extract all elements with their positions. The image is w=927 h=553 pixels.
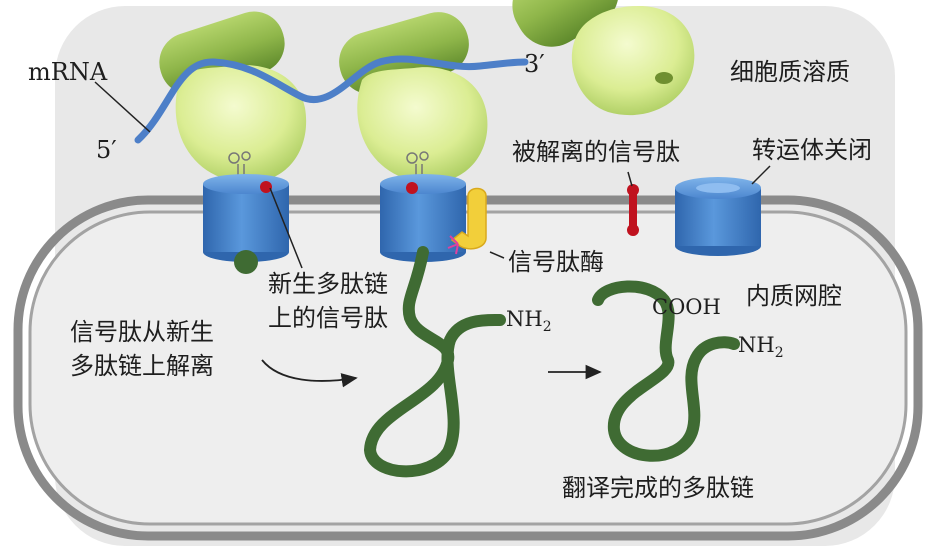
translocon-1 [203, 174, 289, 274]
label-cooh: COOH [652, 295, 721, 319]
ribosome-1 [159, 11, 307, 183]
signal-peptidase-shape [450, 187, 487, 250]
finished-polypeptide [592, 280, 740, 462]
label-cytosol: 细胞质溶质 [730, 58, 850, 86]
mrna-pointer-line [94, 81, 151, 133]
ribosome-1-large-subunit [175, 65, 307, 183]
cleavage-spark-icon [447, 235, 459, 255]
label-nh2-second: NH2 [738, 333, 784, 361]
released-signal-peptide [627, 184, 639, 236]
translocon-1-top [203, 174, 289, 194]
label-signal-peptidase: 信号肽酶 [508, 248, 604, 276]
translocon-2-signal-peptide [406, 182, 418, 194]
translocon-closed [675, 177, 761, 256]
label-cleavage-line1: 信号肽从新生 [70, 318, 214, 346]
released-ribosome-tunnel [655, 72, 673, 84]
label-finished-polypeptide: 翻译完成的多肽链 [562, 474, 754, 502]
ribosome-2 [339, 12, 488, 183]
nascent-signal-peptide [260, 181, 272, 193]
label-nascent-signal-line2: 上的信号肽 [268, 304, 388, 332]
label-nh2-first: NH2 [506, 307, 552, 335]
translocon-2 [380, 174, 487, 262]
label-nascent-signal-line1: 新生多肽链 [268, 270, 388, 298]
growing-polypeptide [363, 246, 506, 478]
label-er-lumen: 内质网腔 [746, 282, 842, 310]
released-signal-pointer-line [627, 171, 633, 187]
signal-peptidase-pointer-line [489, 251, 505, 259]
ribosome-2-large-subunit [357, 67, 488, 183]
translocon-1-chain-bulge [234, 250, 258, 274]
released-ribosome-large-subunit [571, 6, 695, 116]
cleavage-arrow [261, 359, 358, 388]
label-released-signal-peptide: 被解离的信号肽 [512, 138, 680, 166]
translocon-closed-pointer-line [751, 165, 771, 185]
label-mrna: mRNA [28, 58, 108, 86]
label-five-prime: 5′ [96, 136, 117, 164]
label-three-prime: 3′ [524, 50, 545, 78]
label-cleavage-line2: 多肽链上解离 [70, 352, 214, 380]
label-translocon-closed: 转运体关闭 [752, 136, 872, 164]
translocon-2-body [380, 184, 466, 252]
released-ribosome [512, 0, 695, 116]
translocon-1-body [203, 184, 289, 252]
translocon-2-top [380, 174, 466, 194]
nascent-signal-pointer-line [269, 187, 303, 269]
mrna-strand [134, 55, 529, 144]
